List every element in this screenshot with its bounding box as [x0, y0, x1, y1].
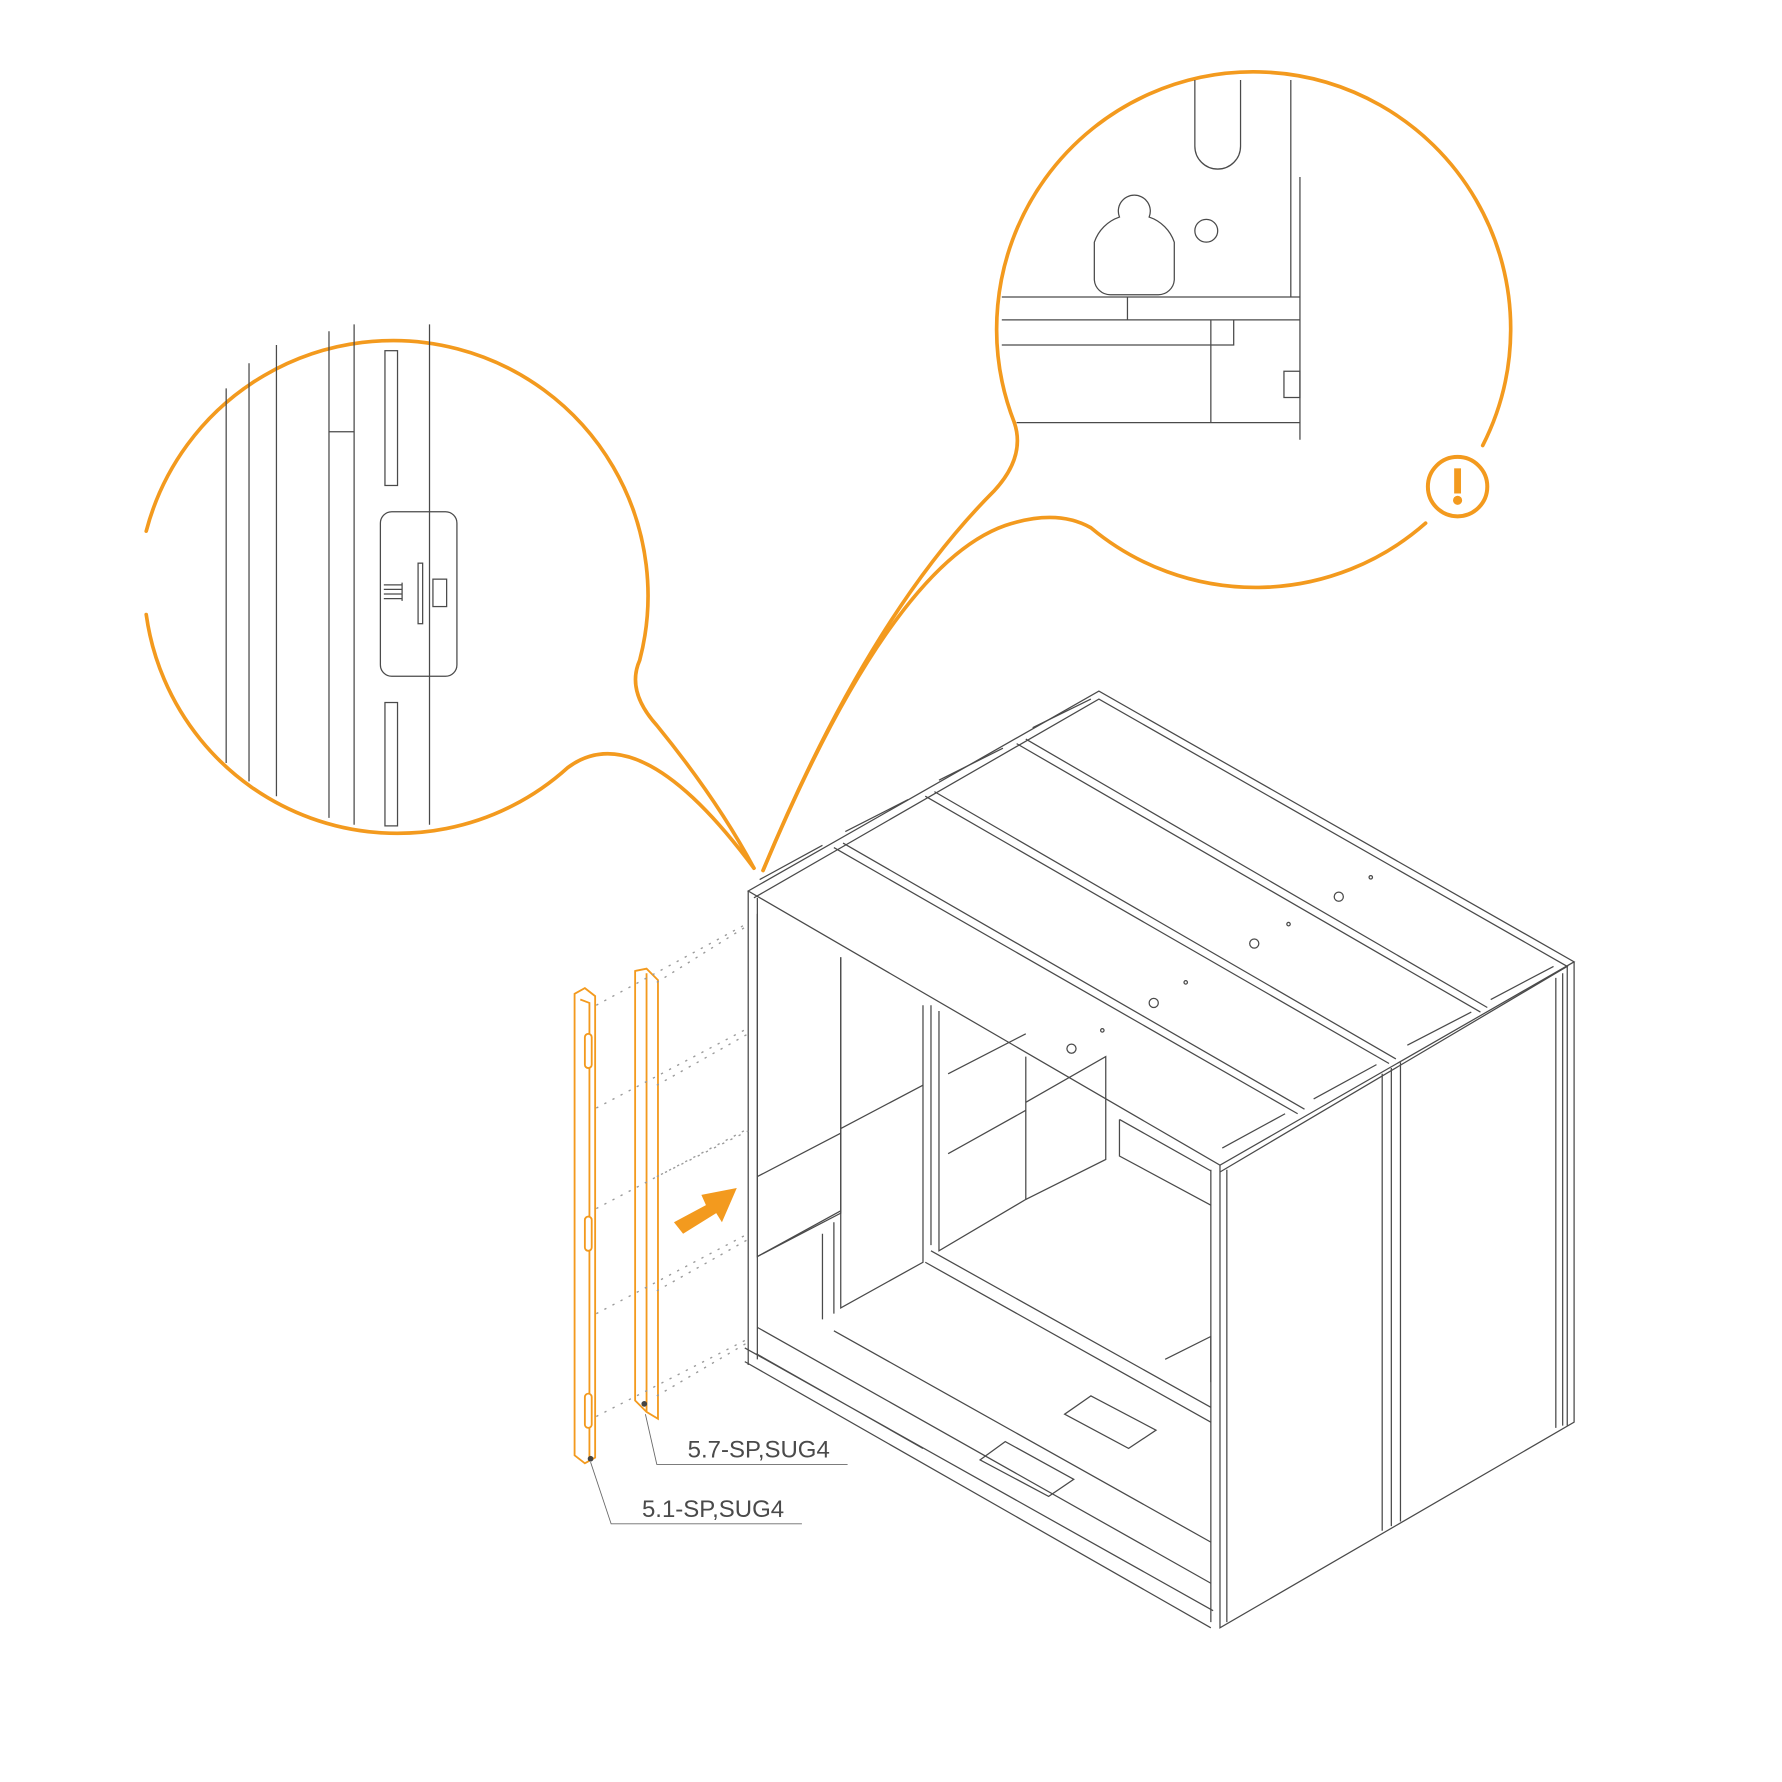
insert-direction-arrow-icon: [673, 1188, 737, 1234]
leader-line-5-7: [644, 1414, 848, 1465]
detail-bubble-left: [144, 324, 756, 870]
part-strip-5-1: [573, 987, 597, 1465]
part-strip-5-7: [634, 967, 659, 1421]
part-label-5-1: 5.1-SP,SUG4: [642, 1496, 784, 1523]
cabinet-frame: [744, 690, 1576, 1629]
warning-exclamation-icon: [1425, 454, 1490, 519]
detail-bubble-right: [761, 70, 1513, 873]
alignment-guides: [595, 922, 749, 1418]
leader-line-5-1: [590, 1462, 802, 1525]
part-label-5-7: 5.7-SP,SUG4: [688, 1437, 830, 1464]
